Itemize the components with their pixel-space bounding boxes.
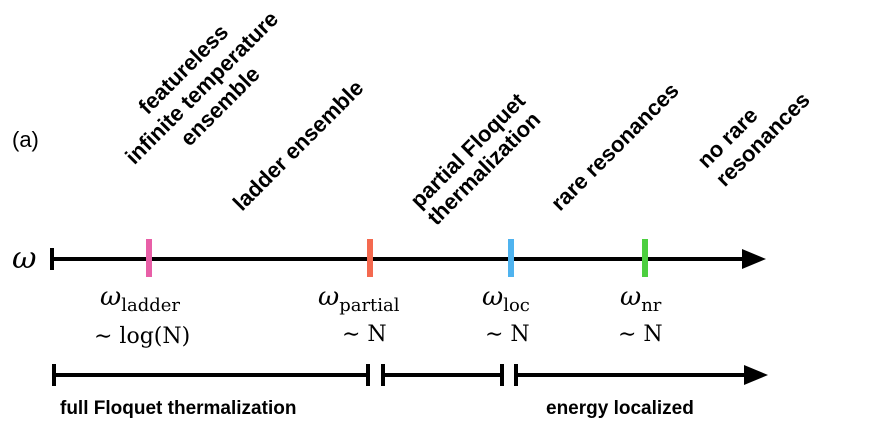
scaling-partial: ∼ N bbox=[342, 322, 387, 347]
region-label-rare-resonances: rare resonances bbox=[546, 78, 684, 216]
marker-omega-partial bbox=[367, 239, 373, 277]
marker-label-nr: ωnr bbox=[620, 282, 662, 316]
axis-symbol: ω bbox=[12, 241, 36, 276]
marker-label-partial: ωpartial bbox=[318, 282, 400, 316]
region-label-ladder-ensemble: ladder ensemble bbox=[228, 75, 368, 215]
scaling-loc: ∼ N bbox=[485, 322, 530, 347]
scaling-ladder: ∼ log(N) bbox=[94, 324, 190, 349]
marker-omega-loc bbox=[508, 239, 514, 277]
axis-arrowhead bbox=[742, 249, 766, 269]
marker-label-loc: ωloc bbox=[482, 282, 530, 316]
scaling-nr: ∼ N bbox=[618, 322, 663, 347]
label-energy-localized: energy localized bbox=[546, 398, 694, 419]
range-bar-middle bbox=[381, 364, 504, 386]
panel-label: (a) bbox=[12, 127, 39, 152]
region-line: infinite temperature bbox=[120, 6, 283, 169]
region-label-no-rare-resonances: no rare resonances bbox=[692, 87, 815, 191]
range-bar-full-floquet bbox=[52, 364, 370, 386]
label-full-floquet-thermalization: full Floquet thermalization bbox=[60, 398, 296, 419]
range-bar-energy-localized bbox=[514, 364, 768, 386]
region-label-partial-floquet: partial Floquet thermalization bbox=[405, 88, 545, 230]
marker-label-ladder: ωladder bbox=[100, 282, 180, 316]
marker-omega-ladder bbox=[146, 239, 152, 277]
marker-omega-nr bbox=[642, 239, 648, 277]
